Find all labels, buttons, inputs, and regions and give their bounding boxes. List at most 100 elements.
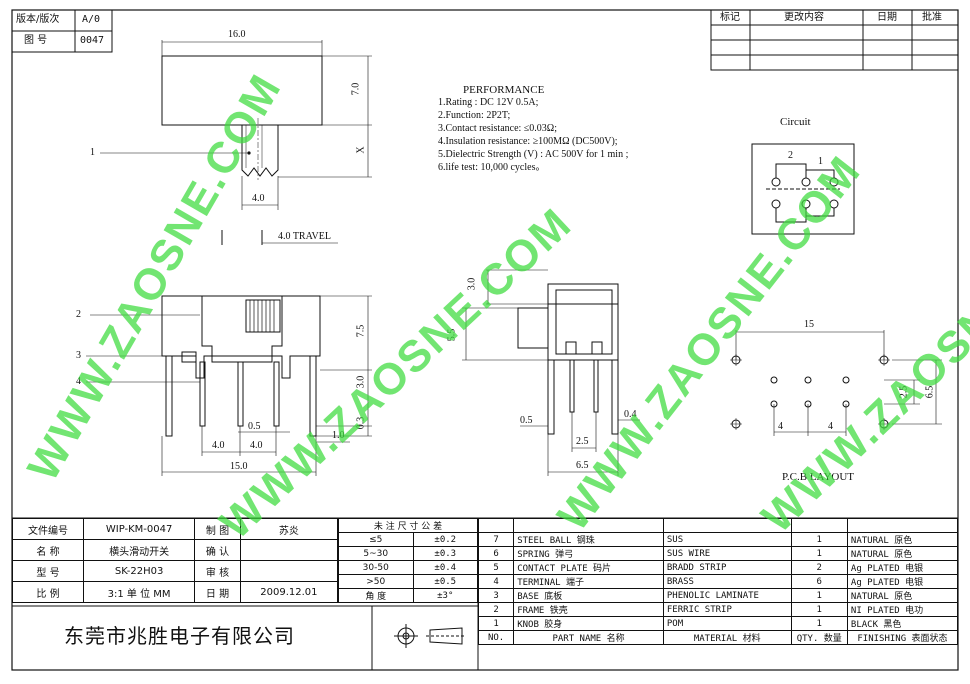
parts-cell: PHENOLIC LAMINATE	[662, 588, 792, 603]
parts-header-cell: QTY. 数量	[790, 630, 848, 645]
dim-front-width: 15.0	[230, 461, 248, 472]
parts-cell: CONTACT PLATE 码片	[513, 560, 664, 575]
parts-cell: SUS	[662, 532, 792, 547]
title-block-cell: 审 核	[194, 560, 241, 582]
parts-cell: Ag PLATED 电银	[846, 560, 959, 575]
drawing-no-value: 0047	[80, 35, 105, 46]
dim-pitch-b: 4.0	[250, 440, 263, 451]
dim-length: 16.0	[228, 29, 246, 40]
title-block-cell: 横头滑动开关	[83, 539, 196, 561]
tolerance-cell: ±0.4	[412, 560, 479, 575]
parts-cell: 1	[790, 616, 848, 631]
parts-cell: 5	[477, 560, 515, 575]
company-name: 东莞市兆胜电子有限公司	[64, 624, 295, 648]
dim-knob-width: 4.0	[252, 193, 265, 204]
title-block-cell: 比 例	[11, 581, 85, 603]
callout-3: 3	[76, 350, 81, 361]
tolerance-row: 30-50±0.4	[338, 560, 479, 575]
performance-item: 1.Rating : DC 12V 0.5A;	[438, 97, 539, 108]
title-block-cell: 3:1 单 位 MM	[83, 581, 196, 603]
travel-label: 4.0 TRAVEL	[278, 231, 331, 242]
parts-cell: NATURAL 原色	[846, 532, 959, 547]
parts-header-cell: PART NAME 名称	[513, 630, 664, 645]
parts-cell: POM	[662, 616, 792, 631]
parts-cell: 3	[477, 588, 515, 603]
parts-cell: 6	[790, 574, 848, 589]
performance-item: 5.Dielectric Strength (V) : AC 500V for …	[438, 149, 629, 160]
pcb-dim-span: 15	[804, 319, 814, 330]
parts-header-cell: FINISHING 表面状态	[846, 630, 959, 645]
parts-cell: 1	[790, 602, 848, 617]
parts-cell: 1	[790, 546, 848, 561]
title-block-cell: 型 号	[11, 560, 85, 582]
tolerance-row: ≤5±0.2	[338, 532, 479, 547]
title-block-cell	[239, 560, 339, 582]
title-block-row: 名 称横头滑动开关确 认	[11, 539, 339, 561]
revision-mark-header: 标记	[720, 12, 740, 23]
parts-cell: FRAME 铁壳	[513, 602, 664, 617]
parts-cell: 1	[790, 588, 848, 603]
tolerance-row: 角 度±3°	[338, 588, 479, 603]
tolerance-cell: 角 度	[338, 588, 414, 603]
pcb-dim-pitch-b: 4	[828, 421, 833, 432]
callout-1: 1	[90, 147, 95, 158]
title-block-cell: 2009.12.01	[239, 581, 339, 603]
dim-side-width: 6.5	[576, 460, 589, 471]
dim-side-pin: 0.5	[520, 415, 533, 426]
revision-content-header: 更改内容	[784, 12, 824, 23]
parts-cell: BLACK 黑色	[846, 616, 959, 631]
title-block-cell: SK-22H03	[83, 560, 196, 582]
title-block-cell: 名 称	[11, 539, 85, 561]
tolerance-cell: >50	[338, 574, 414, 589]
tolerance-cell: ≤5	[338, 532, 414, 547]
revision-date-header: 日期	[877, 12, 897, 23]
callout-4: 4	[76, 376, 81, 387]
parts-blank-cell	[477, 518, 515, 533]
tolerance-cell: ±0.5	[412, 574, 479, 589]
title-block-cell: 苏炎	[239, 518, 339, 540]
title-block-cell: 确 认	[194, 539, 241, 561]
parts-cell: 2	[477, 602, 515, 617]
title-block-cell	[239, 539, 339, 561]
parts-header-cell: NO.	[477, 630, 515, 645]
parts-cell: 2	[790, 560, 848, 575]
dim-side-thickness: 0.4	[624, 409, 637, 420]
parts-cell: SUS WIRE	[662, 546, 792, 561]
title-block-cell: 日 期	[194, 581, 241, 603]
performance-item: 2.Function: 2P2T;	[438, 110, 511, 121]
parts-cell: NATURAL 原色	[846, 546, 959, 561]
dim-side-row: 2.5	[576, 436, 589, 447]
pcb-dim-pitch-a: 4	[778, 421, 783, 432]
circuit-pole-1: 1	[818, 156, 823, 167]
dim-height: 7.0	[350, 82, 362, 96]
title-block-cell: WIP-KM-0047	[83, 518, 196, 540]
callout-2: 2	[76, 309, 81, 320]
parts-cell: 1	[790, 532, 848, 547]
parts-cell: NI PLATED 电功	[846, 602, 959, 617]
parts-cell: 1	[477, 616, 515, 631]
tolerance-header-row: 未 注 尺 寸 公 差	[338, 518, 478, 533]
parts-cell: 6	[477, 546, 515, 561]
circuit-pole-2: 2	[788, 150, 793, 161]
tolerance-row: 5~30±0.3	[338, 546, 479, 561]
dim-pin-width: 0.5	[248, 421, 261, 432]
dim-tab: 1.0	[332, 430, 345, 441]
parts-cell: BRASS	[662, 574, 792, 589]
parts-cell: BRADD STRIP	[662, 560, 792, 575]
parts-cell: TERMINAL 端子	[513, 574, 664, 589]
dim-front-height: 7.5	[355, 324, 367, 338]
dim-pitch-a: 4.0	[212, 440, 225, 451]
performance-item: 3.Contact resistance: ≤0.03Ω;	[438, 123, 558, 134]
